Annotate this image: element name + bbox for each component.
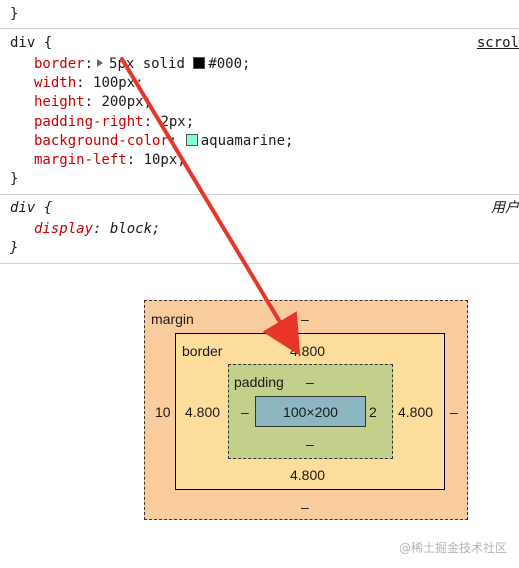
- declaration-border[interactable]: border:5px solid #000;: [34, 56, 251, 72]
- border-right-value[interactable]: 4.800: [398, 404, 434, 420]
- margin-label: margin: [151, 311, 194, 327]
- color-swatch-icon[interactable]: [193, 57, 206, 69]
- rule-previous: }: [0, 0, 519, 28]
- border-label: border: [182, 343, 223, 359]
- declaration-display[interactable]: display: block;: [34, 221, 161, 237]
- padding-top-value[interactable]: –: [306, 374, 314, 390]
- padding-label: padding: [234, 374, 284, 390]
- border-bottom-value[interactable]: 4.800: [290, 467, 326, 483]
- property-name[interactable]: margin-left: [34, 152, 127, 168]
- property-name[interactable]: border: [34, 56, 85, 72]
- margin-bottom-value[interactable]: –: [301, 499, 309, 515]
- property-name[interactable]: display: [34, 221, 94, 237]
- open-brace: {: [35, 35, 53, 51]
- padding-left-value[interactable]: –: [241, 404, 249, 420]
- stylesheet-origin: 用户: [491, 200, 519, 216]
- rule-selector-line: div {: [10, 199, 52, 218]
- color-value[interactable]: aquamarine;: [200, 133, 294, 149]
- color-value[interactable]: #000: [208, 56, 243, 72]
- margin-left-value[interactable]: 10: [155, 404, 171, 420]
- property-value[interactable]: 200px;: [101, 94, 153, 110]
- property-name[interactable]: width: [34, 75, 77, 91]
- close-brace: }: [10, 6, 19, 22]
- content-size[interactable]: 100×200: [283, 403, 338, 420]
- watermark: @稀土掘金技术社区: [398, 541, 507, 555]
- border-left-value[interactable]: 4.800: [185, 404, 221, 420]
- property-value[interactable]: 100px;: [93, 75, 144, 91]
- declaration-width[interactable]: width: 100px;: [34, 75, 144, 91]
- rule-selector-line: div {: [10, 34, 52, 53]
- open-brace: {: [35, 200, 53, 216]
- close-brace: }: [10, 171, 19, 187]
- rule-div-user-agent: div { 用户 display: block; }: [0, 195, 519, 263]
- rule-separator: [0, 263, 519, 264]
- close-brace: }: [10, 240, 19, 256]
- rule-separator: [0, 28, 519, 29]
- rule-div-author: div { scrol border:5px solid #000; width…: [0, 29, 519, 193]
- rule-separator: [0, 194, 519, 195]
- box-model-content[interactable]: 100×200: [255, 396, 366, 427]
- property-value[interactable]: block;: [109, 221, 161, 237]
- color-swatch-icon[interactable]: [185, 134, 198, 146]
- declaration-margin-left[interactable]: margin-left: 10px;: [34, 152, 186, 168]
- declaration-padding-right[interactable]: padding-right: 2px;: [34, 114, 195, 130]
- expand-triangle-icon[interactable]: [97, 59, 104, 67]
- declaration-height[interactable]: height: 200px;: [34, 94, 153, 110]
- property-name[interactable]: background-color: [34, 133, 169, 149]
- margin-top-value[interactable]: –: [301, 311, 309, 327]
- source-link[interactable]: scrol: [476, 35, 519, 51]
- selector[interactable]: div: [10, 200, 36, 216]
- padding-right-value[interactable]: 2: [369, 404, 377, 420]
- declaration-background-color[interactable]: background-color: aquamarine;: [34, 133, 294, 149]
- property-value[interactable]: 2px;: [160, 114, 195, 130]
- selector[interactable]: div: [10, 35, 36, 51]
- property-name[interactable]: height: [34, 94, 85, 110]
- property-value[interactable]: 10px;: [143, 152, 186, 168]
- property-name[interactable]: padding-right: [34, 114, 144, 130]
- property-value[interactable]: 5px solid: [109, 56, 194, 72]
- padding-bottom-value[interactable]: –: [306, 436, 314, 452]
- margin-right-value[interactable]: –: [450, 404, 458, 420]
